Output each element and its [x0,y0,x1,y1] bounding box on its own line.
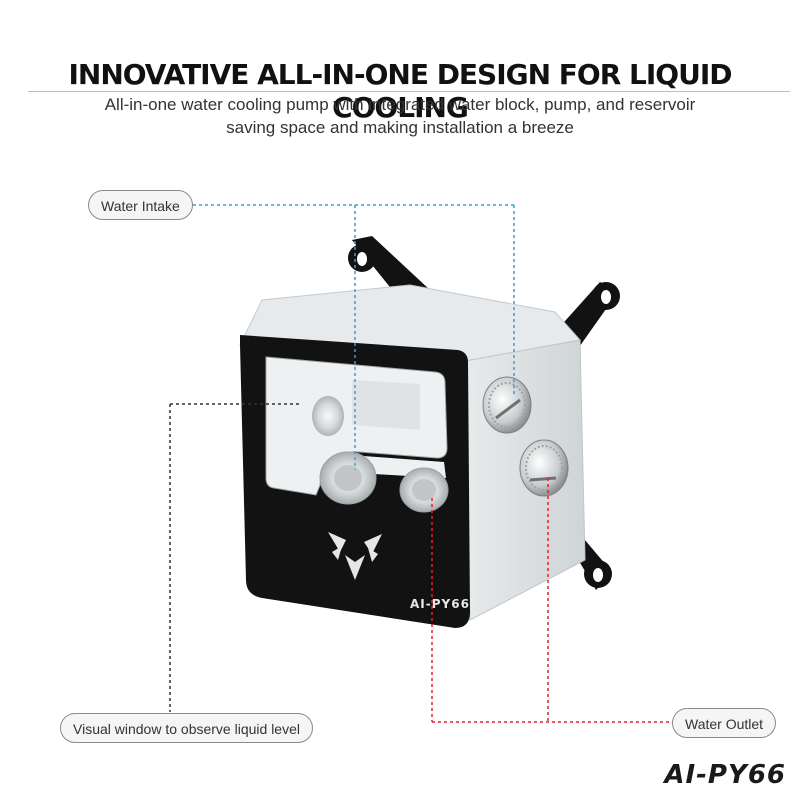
intake-leader-lines [193,204,515,470]
plate-model-etching: AI-PY66 [410,597,470,611]
logo-emblem [328,532,382,580]
window-leader-lines [169,403,300,712]
callout-visual-window: Visual window to observe liquid level [60,713,313,743]
subtitle-line-1: All-in-one water cooling pump with integ… [104,95,696,114]
bracket-hole [601,290,611,304]
internal-channel [312,396,344,436]
bottom-fitting-cap [519,439,569,497]
bracket-hole [357,252,367,266]
headline-divider [28,91,790,92]
subtitle-line-2: saving space and making installation a b… [226,118,574,137]
callout-water-intake: Water Intake [88,190,193,220]
bracket-hole [593,568,603,582]
page-headline: INNOVATIVE ALL-IN-ONE DESIGN FOR LIQUID … [68,58,732,124]
outlet-leader-lines [431,478,672,723]
top-fitting-cap [482,376,532,434]
callout-water-outlet: Water Outlet [672,708,777,738]
brand-logo: AI-PY66 [664,760,786,790]
